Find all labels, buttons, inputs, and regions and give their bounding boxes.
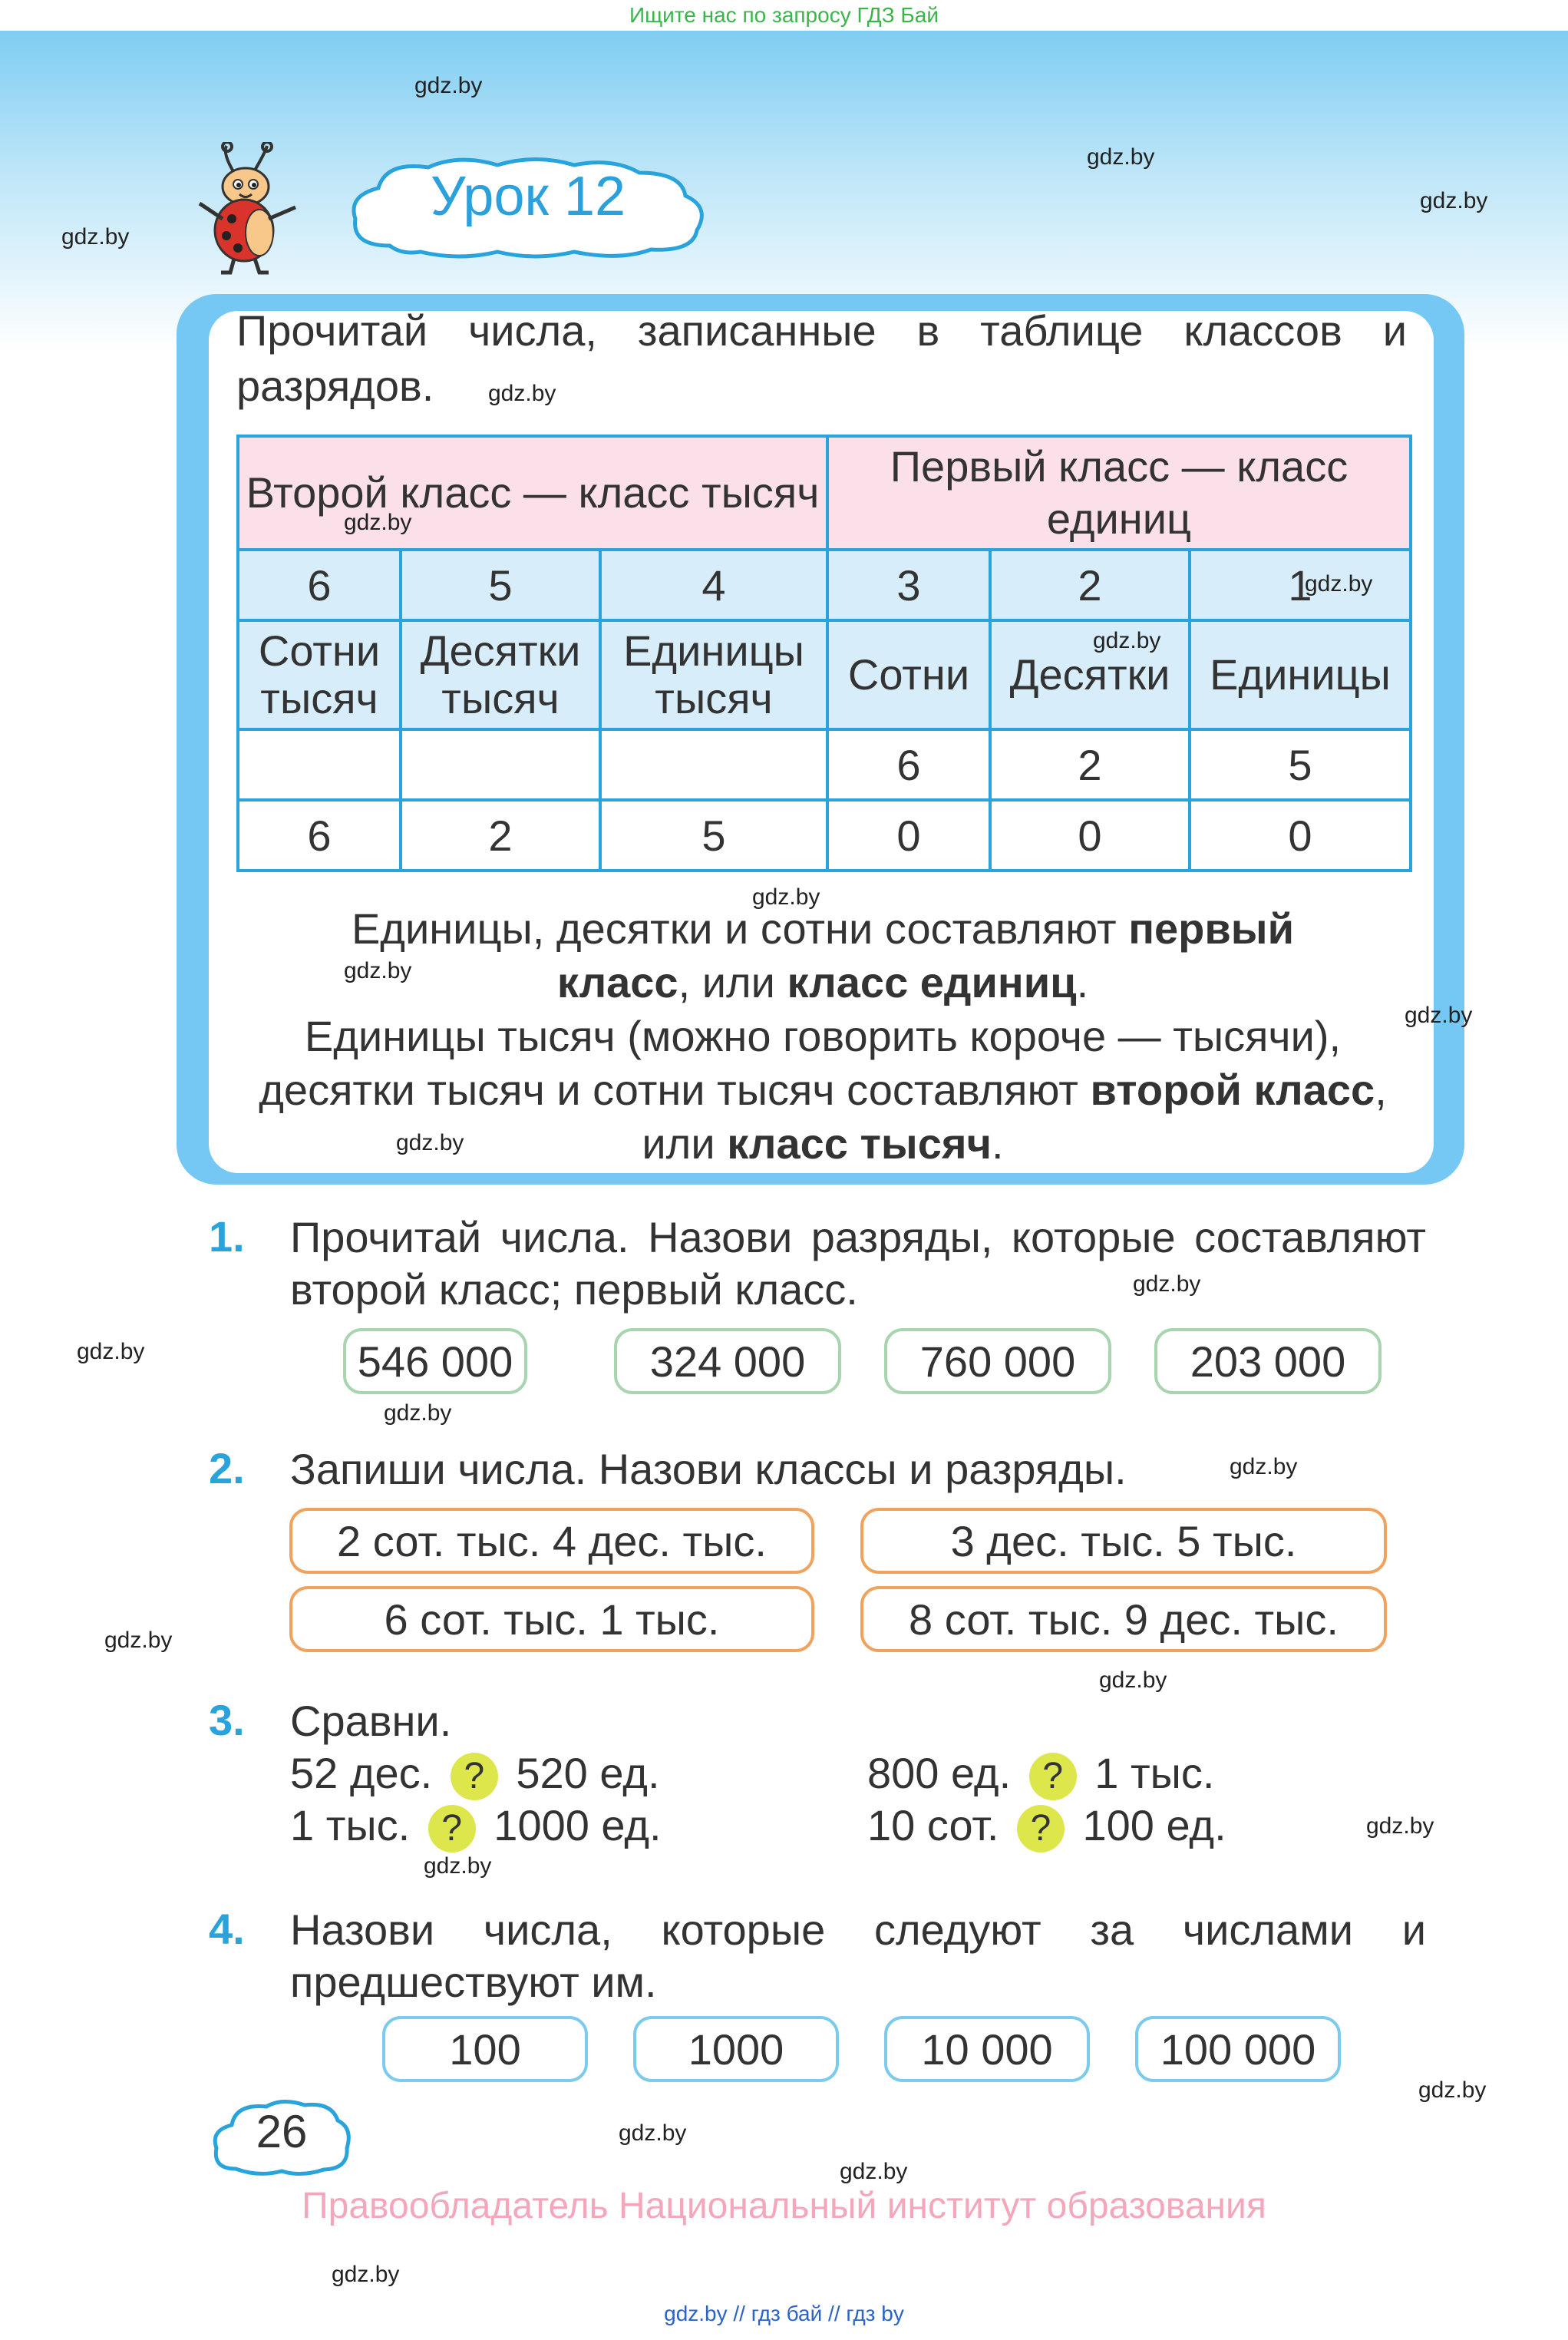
- number-pill: 760 000: [884, 1328, 1111, 1394]
- classes-table: Второй класс — класс тысяч Первый класс …: [236, 435, 1412, 872]
- watermark: gdz.by: [344, 958, 412, 983]
- watermark: gdz.by: [104, 1628, 173, 1653]
- table-row: 6 2 5 0 0 0: [236, 798, 1412, 872]
- number-pill: 1000: [633, 2016, 839, 2082]
- rank-name-cell: Единицы: [1188, 619, 1412, 731]
- watermark: gdz.by: [752, 884, 820, 910]
- watermark: gdz.by: [1418, 2077, 1487, 2103]
- value-cell: [399, 728, 602, 801]
- task-2-text: Запиши числа. Назови классы и разряды.: [290, 1445, 1127, 1493]
- rank-pill: 6 сот. тыс. 1 тыс.: [289, 1586, 814, 1652]
- rank-pill: 2 сот. тыс. 4 дес. тыс.: [289, 1508, 814, 1574]
- number-pill: 100: [382, 2016, 588, 2082]
- number-pill: 546 000: [343, 1328, 527, 1394]
- watermark: gdz.by: [414, 73, 483, 98]
- rank-name-cell: Сотни: [826, 619, 992, 731]
- value-cell: 0: [1188, 798, 1412, 872]
- watermark: gdz.by: [384, 1400, 452, 1426]
- watermark: gdz.by: [396, 1130, 464, 1155]
- task-4-text: Назови числа, которые следуют за числами…: [290, 1905, 1426, 2006]
- watermark: gdz.by: [1366, 1813, 1434, 1839]
- rank-name-cell: Десятки: [989, 619, 1191, 731]
- comparison: 1 тыс. ? 1000 ед.: [290, 1800, 662, 1853]
- value-cell: [599, 728, 829, 801]
- watermark: gdz.by: [1420, 188, 1488, 213]
- watermark: gdz.by: [332, 2262, 400, 2287]
- rule-first-class: Единицы, десятки и сотни составляют перв…: [351, 904, 1295, 1006]
- watermark: gdz.by: [1230, 1454, 1298, 1479]
- digit-cell: 3: [826, 548, 992, 622]
- task-3-number: 3.: [209, 1696, 245, 1744]
- comparison: 10 сот. ? 100 ед.: [867, 1800, 1226, 1853]
- watermark: gdz.by: [1405, 1003, 1473, 1028]
- page-number-cloud-icon: [213, 2100, 351, 2176]
- title-cloud-icon: [352, 157, 704, 259]
- question-mark-icon: ?: [450, 1753, 498, 1801]
- watermark: gdz.by: [1093, 628, 1161, 653]
- value-cell: 5: [599, 798, 829, 872]
- task-1-number: 1.: [209, 1212, 245, 1261]
- header-second-class: Второй класс — класс тысяч: [236, 435, 829, 551]
- task-1-text: Прочитай числа. Назови разряды, которые …: [290, 1213, 1426, 1314]
- digit-cell: 6: [236, 548, 402, 622]
- watermark: gdz.by: [77, 1339, 145, 1364]
- ladybug-mascot-icon: [198, 142, 296, 275]
- rank-pill: 8 сот. тыс. 9 дес. тыс.: [860, 1586, 1387, 1652]
- digit-cell: 1: [1188, 548, 1412, 622]
- digit-cell: 4: [599, 548, 829, 622]
- watermark: gdz.by: [61, 224, 130, 250]
- rank-name-cell: Десятки тысяч: [399, 619, 602, 731]
- rights-holder: Правообладатель Национальный институт об…: [302, 2186, 1266, 2226]
- watermark: gdz.by: [488, 381, 556, 406]
- rank-pill: 3 дес. тыс. 5 тыс.: [860, 1508, 1387, 1574]
- value-cell: 2: [399, 798, 602, 872]
- digit-cell: 2: [989, 548, 1191, 622]
- watermark: gdz.by: [424, 1853, 492, 1879]
- value-cell: 6: [236, 798, 402, 872]
- value-cell: 2: [989, 728, 1191, 801]
- top-note: Ищите нас по запросу ГДЗ Бай: [629, 3, 939, 27]
- watermark: gdz.by: [840, 2159, 908, 2184]
- value-cell: 0: [826, 798, 992, 872]
- intro-text: Прочитай числа, записанные в таблице кла…: [236, 306, 1407, 410]
- number-pill: 203 000: [1154, 1328, 1381, 1394]
- question-mark-icon: ?: [1028, 1753, 1077, 1801]
- value-cell: [236, 728, 402, 801]
- table-row: 6 2 5: [236, 728, 1412, 801]
- rank-name-cell: Сотни тысяч: [236, 619, 402, 731]
- comparison: 800 ед. ? 1 тыс.: [867, 1747, 1214, 1801]
- task-4-number: 4.: [209, 1905, 245, 1953]
- watermark: gdz.by: [344, 510, 412, 535]
- rank-name-cell: Единицы тысяч: [599, 619, 829, 731]
- task-3-text: Сравни.: [290, 1697, 452, 1745]
- number-pill: 324 000: [614, 1328, 841, 1394]
- digit-cell: 5: [399, 548, 602, 622]
- watermark: gdz.by: [1133, 1271, 1201, 1297]
- question-mark-icon: ?: [427, 1805, 476, 1853]
- watermark: gdz.by: [619, 2120, 687, 2146]
- question-mark-icon: ?: [1016, 1805, 1065, 1853]
- value-cell: 5: [1188, 728, 1412, 801]
- task-2-number: 2.: [209, 1444, 245, 1492]
- value-cell: 0: [989, 798, 1191, 872]
- footer-links: gdz.by // гдз бай // гдз by: [664, 2302, 904, 2325]
- rule-second-class: Единицы тысяч (можно говорить короче — т…: [259, 1012, 1387, 1168]
- lesson-title: Урок 12: [430, 166, 626, 227]
- header-first-class: Первый класс — класс единиц: [826, 435, 1412, 551]
- number-pill: 10 000: [884, 2016, 1090, 2082]
- watermark: gdz.by: [1099, 1667, 1167, 1693]
- page-number: 26: [256, 2106, 308, 2157]
- watermark: gdz.by: [1087, 144, 1155, 170]
- number-pill: 100 000: [1135, 2016, 1341, 2082]
- comparison: 52 дес. ? 520 ед.: [290, 1747, 660, 1801]
- value-cell: 6: [826, 728, 992, 801]
- watermark: gdz.by: [1305, 571, 1373, 597]
